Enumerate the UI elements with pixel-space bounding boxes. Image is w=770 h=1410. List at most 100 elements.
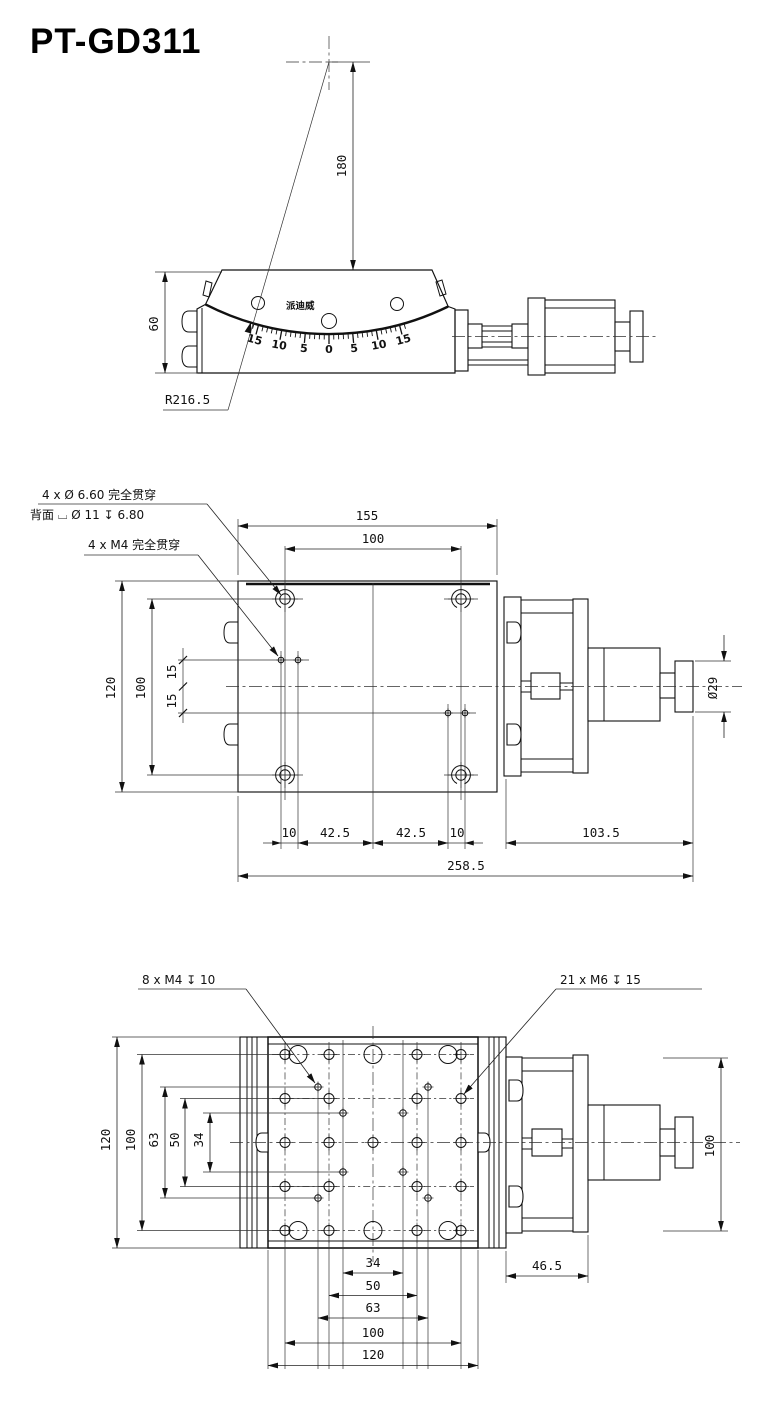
scale-tick [255, 324, 260, 335]
brand-label: 派迪威 [286, 300, 315, 312]
scale-tick [389, 326, 392, 333]
callout-counterbore-line1: 4 x Ø 6.60 完全贯穿 [42, 487, 156, 502]
scale-tick [279, 329, 283, 340]
side-screw [508, 1079, 524, 1102]
actuator-flange [572, 1054, 589, 1233]
plan-view: 4 x Ø 6.60 完全贯穿 背面 ⌴ Ø 11 ↧ 6.80 4 x M4 … [30, 487, 742, 882]
scale-tick [294, 331, 297, 338]
dim-chain-42a: 42.5 [320, 825, 350, 840]
scale-tick [266, 326, 269, 333]
top-view: 8 x M4 ↧ 10 21 x M6 ↧ 15 120 100 63 50 3… [98, 973, 740, 1369]
callout-counterbore-line2: 背面 ⌴ Ø 11 ↧ 6.80 [30, 508, 144, 522]
micrometer-actuator [452, 297, 658, 376]
dim-left-50: 50 [167, 1132, 182, 1147]
dim-width-holes: 100 [362, 531, 385, 546]
dim-bottom-120: 120 [362, 1347, 385, 1362]
platform-tab-right [435, 279, 447, 297]
scale-number: 10 [370, 337, 388, 353]
dim-total-length: 258.5 [447, 858, 485, 873]
scale-tick [303, 332, 306, 343]
side-screw [223, 621, 239, 644]
scale-tick [385, 328, 388, 334]
actuator-shaft [659, 672, 676, 699]
scale-tick [394, 325, 397, 332]
m4-hole [292, 654, 304, 666]
platform-tab-left [202, 280, 213, 298]
m4-hole [442, 707, 454, 719]
scale-tick [299, 332, 302, 339]
top-dimensions: 120 100 63 50 34 34 50 63 100 120 [98, 1036, 728, 1369]
dim-pivot-height: 180 [334, 155, 349, 178]
m4-hole [459, 707, 471, 719]
actuator-flange [572, 598, 589, 774]
scale-tick [361, 331, 364, 338]
dim-width-outer: 155 [356, 508, 379, 523]
scale-tick [270, 328, 273, 334]
counterbore-hole [447, 761, 475, 789]
scale-tick [275, 328, 278, 335]
dim-height-holes: 100 [133, 677, 148, 700]
dim-height-outer: 120 [103, 677, 118, 700]
dim-chain-10b: 10 [449, 825, 464, 840]
dim-bottom-50: 50 [365, 1278, 380, 1293]
platform-hole [251, 296, 265, 310]
dim-left-34: 34 [191, 1132, 206, 1147]
platform-hole [321, 313, 337, 329]
counterbore-hole [447, 585, 475, 613]
dim-left-100: 100 [123, 1129, 138, 1152]
dim-chain-42b: 42.5 [396, 825, 426, 840]
plan-callouts: 4 x Ø 6.60 完全贯穿 背面 ⌴ Ø 11 ↧ 6.80 4 x M4 … [30, 487, 282, 657]
dim-offset-top: 15 [164, 664, 179, 679]
dim-bottom-63: 63 [365, 1300, 380, 1315]
scale-number: 5 [300, 342, 309, 356]
scale-tick [398, 324, 403, 335]
scale-tick [403, 323, 406, 329]
dim-left-120: 120 [98, 1129, 113, 1152]
dim-actuator-length: 103.5 [582, 825, 620, 840]
side-screw [508, 1185, 524, 1208]
scale-tick [366, 331, 369, 337]
part-number-title: PT-GD311 [30, 22, 202, 61]
scale-tick [375, 329, 379, 340]
side-screw [506, 723, 522, 746]
plan-dimensions: 155 100 120 100 15 15 [103, 508, 731, 882]
dim-actuator-height: 100 [702, 1135, 717, 1158]
scale-tick [356, 332, 359, 339]
platform-hole [390, 297, 404, 311]
m4-hole [275, 654, 287, 666]
dim-actuator-length: 46.5 [532, 1258, 562, 1273]
side-screw [181, 345, 198, 368]
scale-tick [289, 331, 292, 337]
side-screw [506, 621, 522, 644]
scale-tick [380, 328, 383, 335]
side-view-dimensions: 180 R216.5 60 [146, 36, 370, 411]
angle-scale: 15 10 5 0 5 10 15 [246, 323, 412, 356]
callout-m4: 8 x M4 ↧ 10 [142, 973, 215, 987]
scale-tick [285, 330, 287, 337]
dim-knob-diameter: Ø29 [705, 677, 720, 700]
scale-number: 10 [270, 337, 288, 353]
side-screw [181, 310, 198, 333]
scale-number: 5 [350, 342, 359, 356]
actuator-body [587, 647, 661, 722]
side-view: 派迪威 15 10 5 0 5 10 15 [146, 36, 658, 411]
scale-tick [371, 330, 373, 337]
goniometer-body: 派迪威 15 10 5 0 5 10 15 [181, 269, 456, 374]
scale-tick [352, 332, 355, 343]
top-callouts: 8 x M4 ↧ 10 21 x M6 ↧ 15 [138, 973, 702, 1095]
callout-m4: 4 x M4 完全贯穿 [88, 537, 180, 552]
scale-number: 0 [325, 343, 333, 356]
dim-radius: R216.5 [165, 392, 210, 407]
counterbore-hole [271, 761, 299, 789]
top-axes [112, 1026, 740, 1369]
scale-number: 15 [394, 331, 412, 348]
dim-base-height: 60 [146, 316, 161, 331]
scale-number: 15 [246, 331, 264, 348]
scale-tick [252, 323, 255, 329]
radius-leader-arrow [244, 322, 252, 334]
actuator-bracket [454, 309, 469, 372]
dim-bottom-34: 34 [365, 1255, 380, 1270]
scale-tick [261, 325, 264, 332]
counterbore-hole [271, 585, 299, 613]
